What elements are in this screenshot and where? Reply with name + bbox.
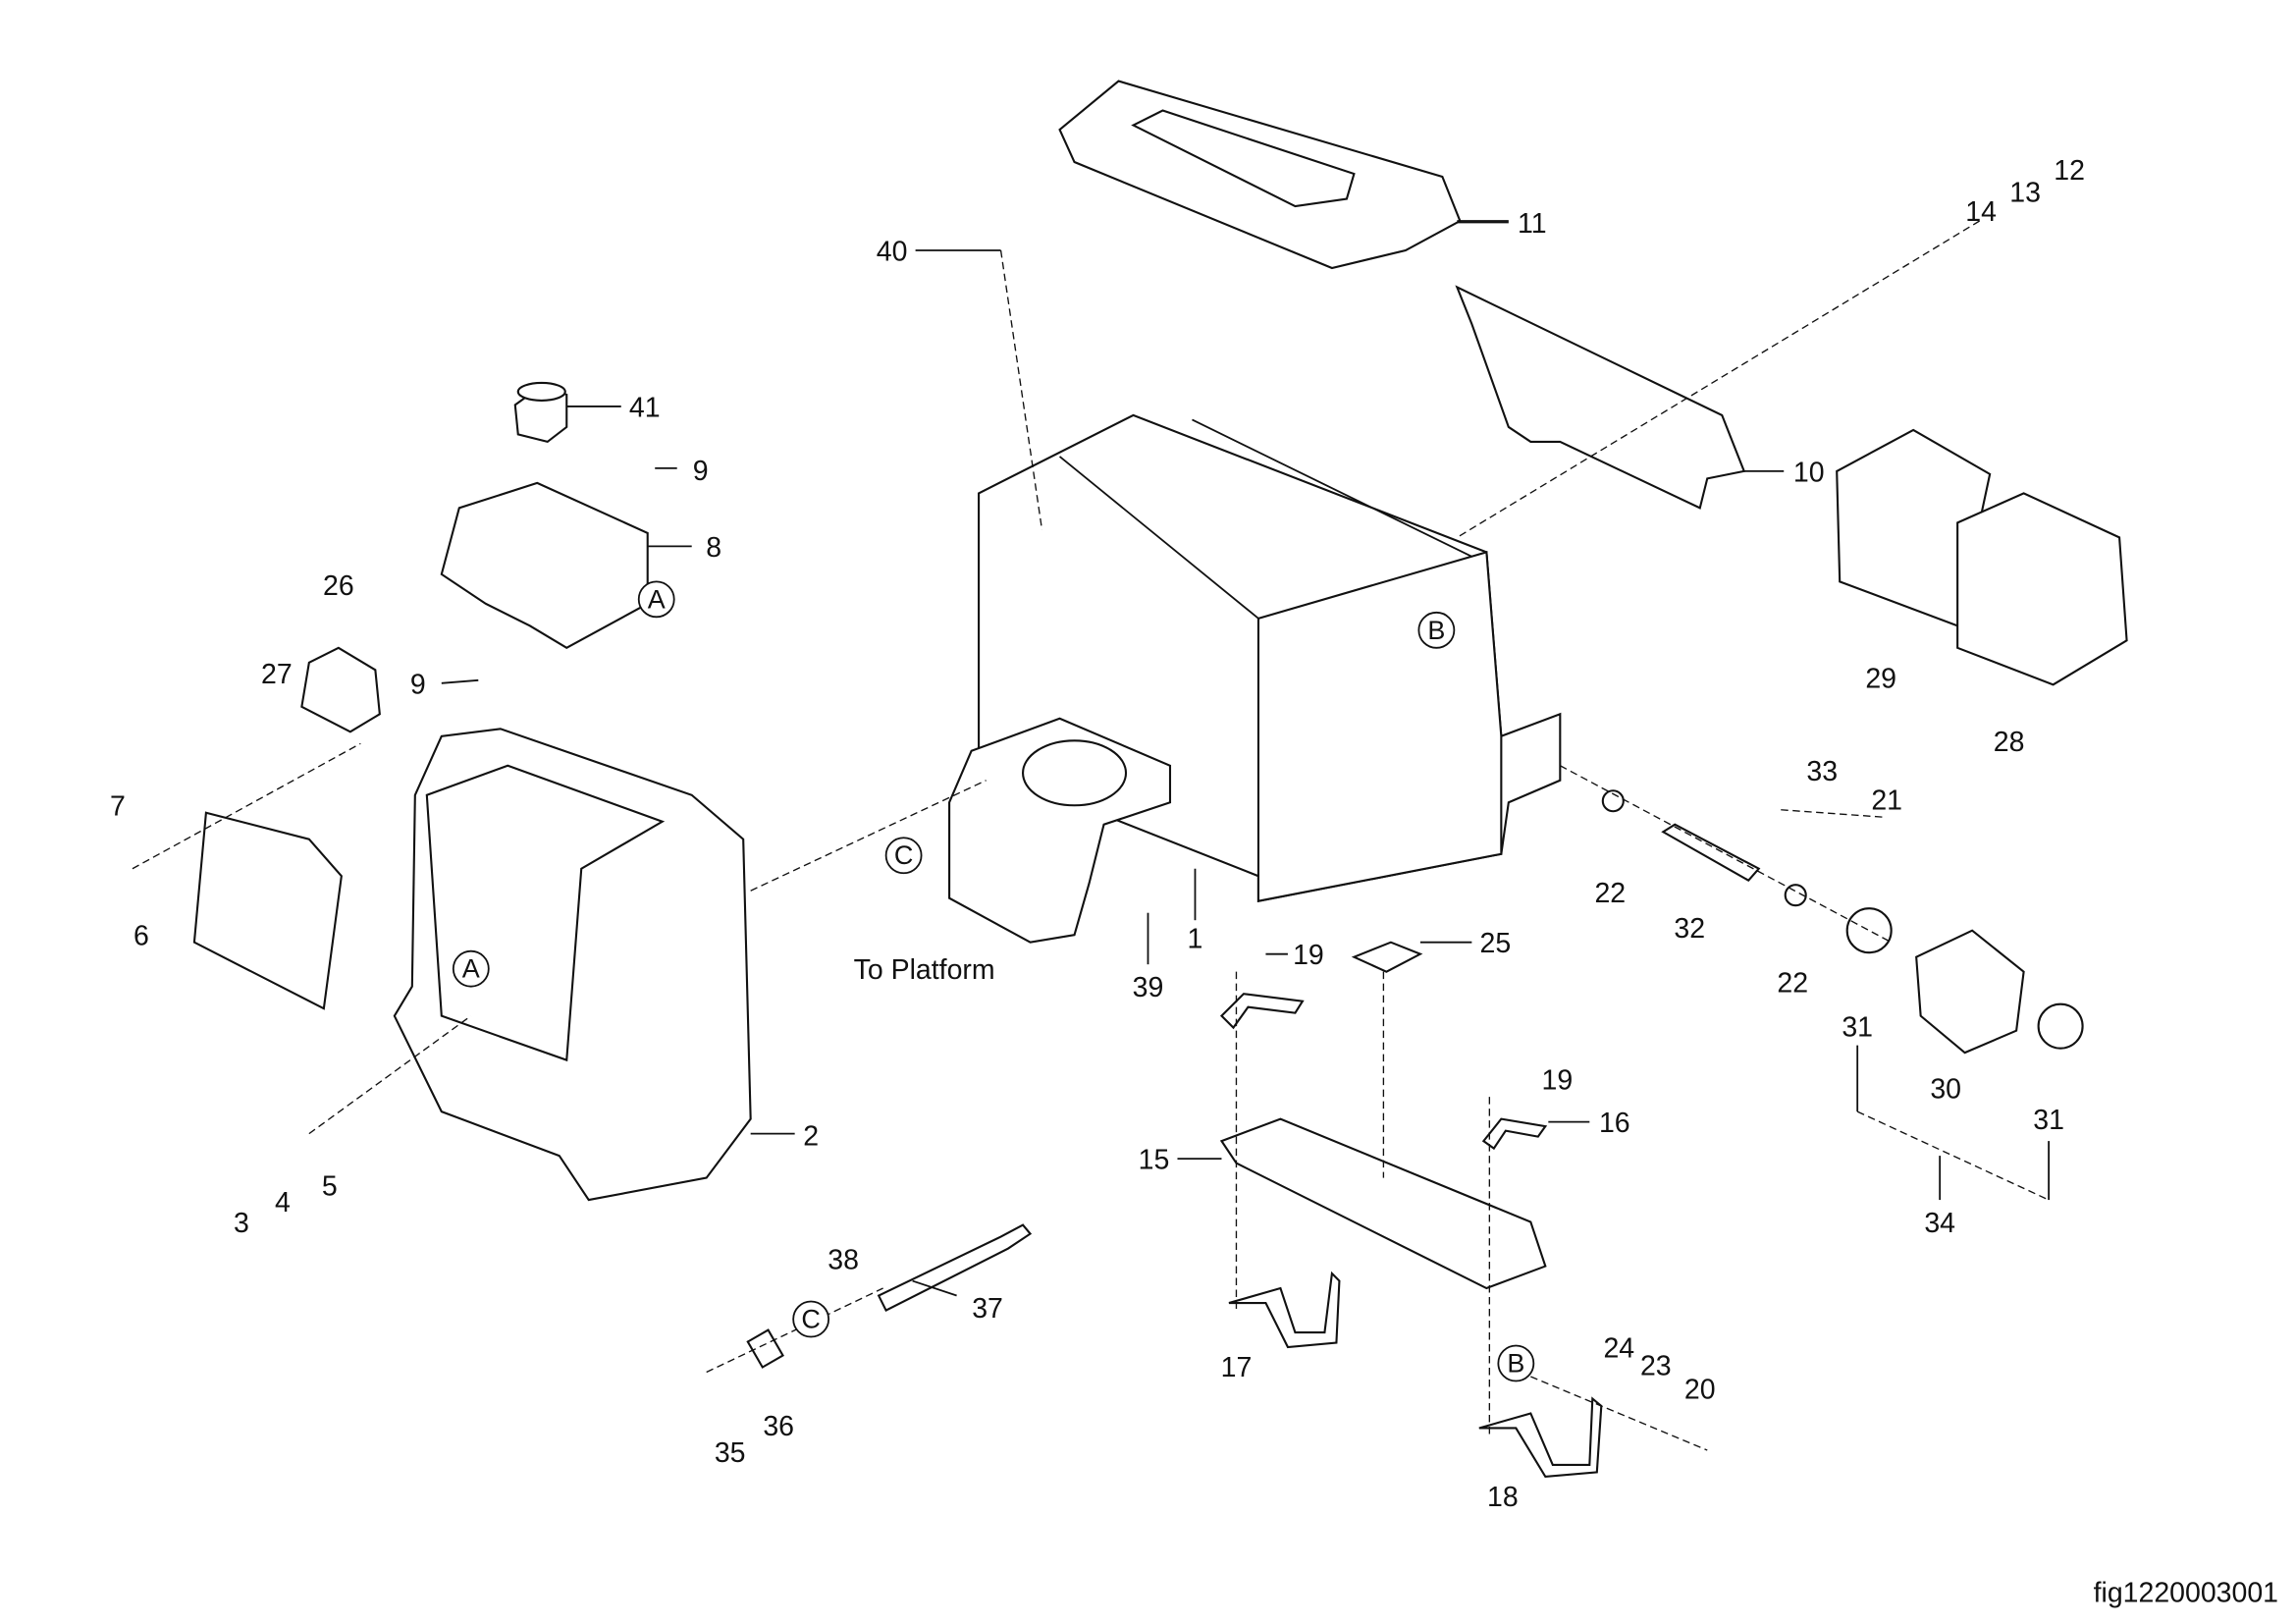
- callout-3: 3: [234, 1208, 249, 1239]
- reference-marker-b: B: [1417, 611, 1456, 649]
- callout-2: 2: [803, 1121, 819, 1153]
- callout-19: 19: [1541, 1065, 1573, 1097]
- callout-9: 9: [693, 456, 709, 487]
- parts-drawing: [132, 80, 2128, 1479]
- part-22b: [1784, 884, 1807, 907]
- callout-10: 10: [1793, 457, 1825, 488]
- callout-35: 35: [715, 1437, 746, 1469]
- part-36: [746, 1328, 784, 1369]
- callout-32: 32: [1674, 913, 1705, 945]
- callout-22: 22: [1594, 878, 1626, 909]
- part-top-cover-recess: [1131, 109, 1356, 208]
- figure-id: fig1220003001: [2094, 1577, 2278, 1608]
- callout-41: 41: [629, 392, 661, 423]
- part-37: [877, 1223, 1033, 1312]
- part-25: [1351, 941, 1423, 973]
- callout-17: 17: [1221, 1352, 1253, 1383]
- svg-text:C: C: [801, 1305, 820, 1334]
- callout-22: 22: [1777, 968, 1808, 1000]
- reference-marker-a: A: [637, 580, 675, 619]
- callout-5: 5: [322, 1171, 338, 1203]
- part-31: [1845, 907, 1893, 954]
- callout-13: 13: [2009, 178, 2041, 209]
- callout-31: 31: [2033, 1105, 2064, 1136]
- callout-38: 38: [828, 1245, 859, 1276]
- callout-8: 8: [706, 532, 721, 564]
- callout-30: 30: [1930, 1074, 1961, 1106]
- callout-26: 26: [323, 570, 354, 602]
- svg-text:B: B: [1507, 1349, 1524, 1379]
- callout-37: 37: [972, 1293, 1003, 1325]
- reference-marker-c: C: [792, 1300, 830, 1338]
- part-rear-panel: [1455, 285, 1746, 510]
- callout-23: 23: [1640, 1351, 1672, 1382]
- callout-4: 4: [275, 1187, 291, 1218]
- part-16: [1219, 993, 1305, 1030]
- callout-7: 7: [110, 791, 126, 823]
- part-22: [1601, 789, 1625, 813]
- part-26: [300, 646, 381, 733]
- svg-text:B: B: [1427, 616, 1445, 645]
- part-17: [1228, 1271, 1341, 1349]
- to-platform-note: To Platform: [854, 954, 995, 986]
- reference-marker-c: C: [884, 837, 923, 875]
- callout-11: 11: [1518, 208, 1547, 240]
- callout-28: 28: [1994, 727, 2025, 758]
- callout-40: 40: [877, 236, 908, 267]
- callout-36: 36: [763, 1411, 794, 1442]
- callout-12: 12: [2054, 155, 2085, 187]
- callout-9: 9: [410, 669, 426, 700]
- part-console-opening: [425, 764, 666, 1062]
- callout-20: 20: [1684, 1374, 1716, 1405]
- callout-18: 18: [1487, 1482, 1519, 1513]
- part-cover-plate: [192, 811, 343, 1010]
- part-28: [1956, 492, 2128, 686]
- reference-markers: A A B B C C: [452, 580, 1535, 1382]
- reference-marker-b: B: [1497, 1344, 1535, 1382]
- svg-text:A: A: [648, 584, 666, 614]
- callout-24: 24: [1603, 1333, 1634, 1365]
- callout-15: 15: [1139, 1145, 1170, 1176]
- callout-34: 34: [1924, 1208, 1955, 1239]
- reference-marker-a: A: [452, 949, 490, 988]
- part-16b: [1481, 1117, 1548, 1151]
- callout-14: 14: [1965, 196, 1997, 228]
- callout-27: 27: [261, 659, 293, 690]
- callout-25: 25: [1480, 928, 1512, 959]
- callout-33: 33: [1806, 756, 1838, 787]
- callout-21: 21: [1871, 785, 1902, 817]
- callout-6: 6: [133, 921, 149, 952]
- callout-19: 19: [1293, 940, 1324, 971]
- part-32-shaft: [1661, 823, 1761, 883]
- svg-text:A: A: [462, 954, 480, 984]
- part-18: [1478, 1396, 1603, 1479]
- part-31b: [2037, 1002, 2084, 1050]
- callout-31: 31: [1842, 1012, 1873, 1044]
- callout-16: 16: [1599, 1108, 1630, 1139]
- callout-1: 1: [1188, 924, 1203, 955]
- part-control-housing: [440, 481, 649, 650]
- svg-text:C: C: [894, 840, 913, 870]
- callout-39: 39: [1133, 972, 1164, 1003]
- callout-29: 29: [1865, 663, 1896, 694]
- part-30-roller: [1915, 929, 2025, 1055]
